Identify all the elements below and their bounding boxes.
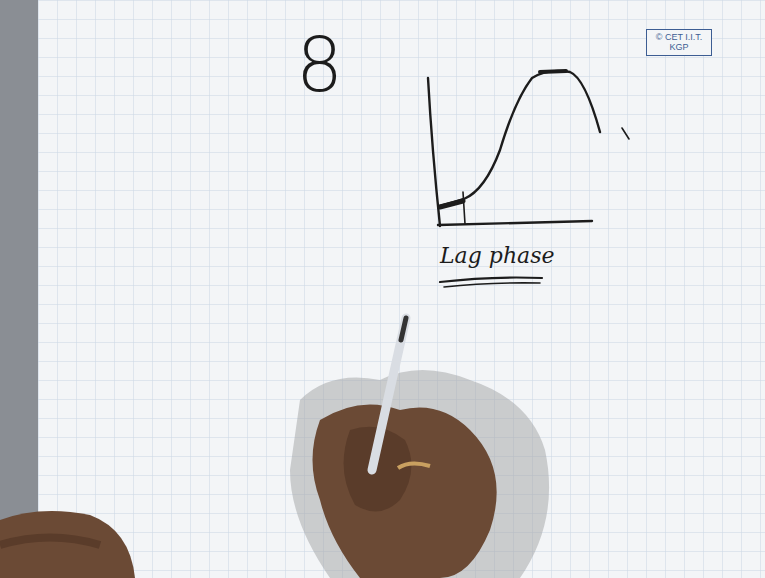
growth-curve	[428, 71, 629, 287]
paper	[38, 0, 765, 578]
logo-text: © CET I.I.T. KGP	[650, 32, 708, 53]
phase-label: Lag phase	[440, 245, 554, 267]
grid	[38, 0, 765, 578]
logo-box: © CET I.I.T. KGP	[646, 29, 712, 56]
slide-number: 8	[296, 28, 343, 102]
hand-photo	[0, 318, 549, 578]
